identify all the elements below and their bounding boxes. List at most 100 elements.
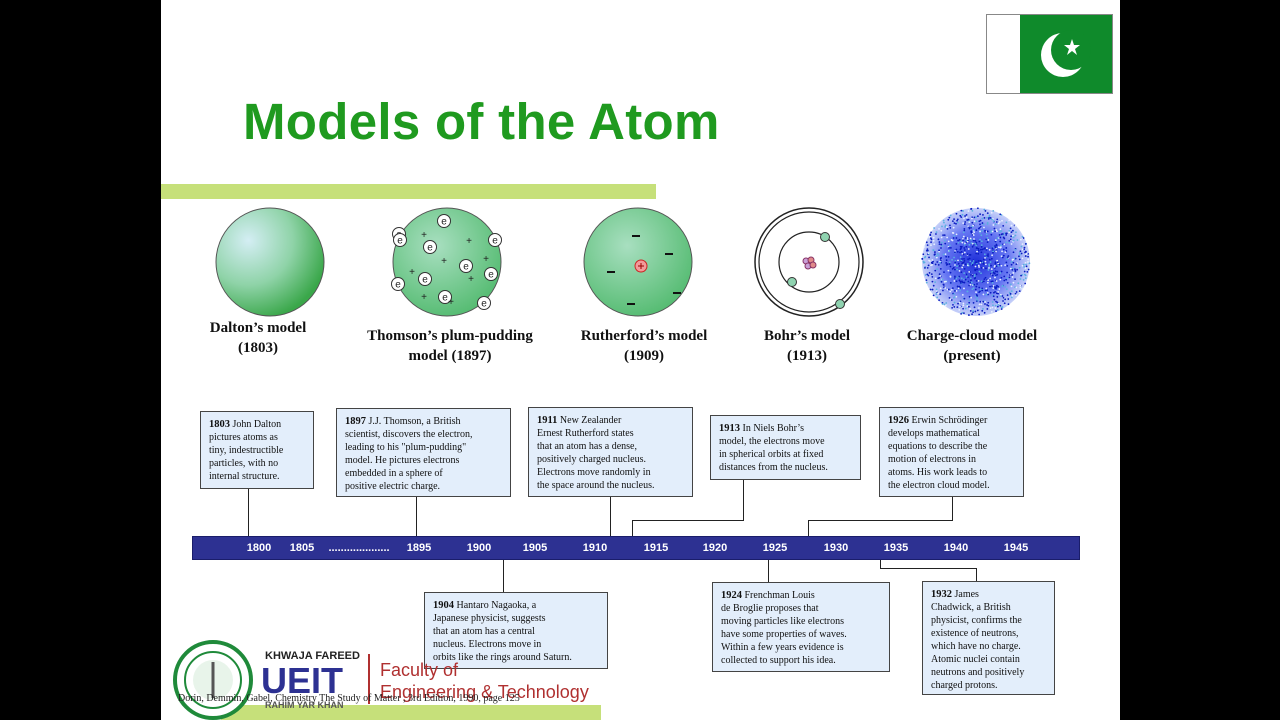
- event-line: atoms. His work leads to: [888, 467, 988, 478]
- event-line: scientist, discovers the electron,: [345, 429, 473, 440]
- event-line: 1932 James: [931, 589, 979, 600]
- timeline-tick: 1895: [406, 542, 432, 554]
- event-text: 1803 John Dalton pictures atoms as tiny, i…: [209, 418, 305, 483]
- slide-title: Models of the Atom: [243, 93, 720, 150]
- footer-accent-bar: [221, 705, 601, 720]
- dalton-model-label: Dalton’s model(1803): [209, 320, 307, 356]
- event-line: 1913 In Niels Bohr’s: [719, 423, 804, 434]
- svg-text:+: +: [441, 256, 447, 267]
- event-box-1897: 1897 J.J. Thomson, a British scientist, d…: [336, 408, 511, 497]
- connector-line: [976, 568, 977, 581]
- svg-text:+: +: [468, 274, 474, 285]
- event-line: Chadwick, a British: [931, 602, 1011, 613]
- connector-line: [743, 480, 744, 520]
- bohr-model-label: Bohr’s model(1913): [764, 328, 850, 364]
- connector-line: [416, 497, 417, 536]
- connector-line: [808, 520, 809, 536]
- electron-icon: [391, 277, 405, 291]
- faculty-line1: Faculty of: [380, 660, 459, 680]
- timeline-tick: 1935: [883, 542, 909, 554]
- event-line: which have no charge.: [931, 641, 1021, 652]
- connector-line: [952, 497, 953, 520]
- electron-label: e: [395, 280, 401, 291]
- event-line: 1924 Frenchman Louis: [721, 590, 815, 601]
- logo-sub-text: RAHIM YAR KHAN: [265, 700, 344, 710]
- event-text: 1897 J.J. Thomson, a British scientist, d…: [345, 415, 502, 493]
- timeline-tick: 1800: [246, 542, 272, 554]
- electron-icon: [418, 272, 432, 286]
- event-line: positive electric charge.: [345, 481, 441, 492]
- svg-text:+: +: [466, 236, 472, 247]
- event-line: pictures atoms as: [209, 432, 278, 443]
- timeline-tick: ....................: [328, 542, 390, 554]
- timeline-bar: 1800 1805 .................... 1895 1900…: [192, 536, 1080, 560]
- electron-label: e: [488, 270, 494, 281]
- connector-line: [503, 560, 504, 592]
- event-line: that an atom has a central: [433, 626, 535, 637]
- bohr-model-icon: [754, 207, 864, 317]
- connector-line: [880, 568, 977, 569]
- electron-icon: [437, 214, 451, 228]
- event-line: nucleus. Electrons move in: [433, 639, 542, 650]
- electron-label: e: [463, 262, 469, 273]
- svg-text:+: +: [448, 297, 454, 308]
- event-line: that an atom has a dense,: [537, 441, 637, 452]
- svg-text:+: +: [421, 292, 427, 303]
- timeline-tick: 1805: [289, 542, 315, 554]
- event-line: the electron cloud model.: [888, 480, 990, 491]
- event-line: collected to support his idea.: [721, 655, 836, 666]
- electron-icon: [423, 240, 437, 254]
- rutherford-model-label: Rutherford’s model(1909): [580, 328, 708, 364]
- university-seal-icon: [173, 640, 253, 720]
- connector-line: [768, 560, 769, 582]
- electron-label: e: [427, 243, 433, 254]
- electron-icon: [393, 233, 407, 247]
- timeline-tick: 1925: [762, 542, 788, 554]
- event-line: neutrons and positively: [931, 667, 1025, 678]
- connector-line: [610, 497, 611, 536]
- timeline-tick: 1900: [466, 542, 492, 554]
- title-accent-bar: [161, 184, 656, 199]
- event-line: 1897 J.J. Thomson, a British: [345, 416, 461, 427]
- timeline-tick: 1945: [1003, 542, 1029, 554]
- logo-divider: [368, 654, 370, 704]
- timeline-tick: 1905: [522, 542, 548, 554]
- event-line: equations to describe the: [888, 441, 988, 452]
- electron-icon: [477, 296, 491, 310]
- slide: Models of the Atom: [161, 0, 1120, 720]
- event-line: model. He pictures electrons: [345, 455, 460, 466]
- event-line: distances from the nucleus.: [719, 462, 828, 473]
- electron-label: e: [492, 236, 498, 247]
- connector-line: [632, 520, 744, 521]
- connector-line: [632, 520, 633, 536]
- event-line: embedded in a sphere of: [345, 468, 443, 479]
- event-line: Within a few years evidence is: [721, 642, 844, 653]
- event-line: 1803 John Dalton: [209, 419, 282, 430]
- timeline-tick: 1920: [702, 542, 728, 554]
- event-line: the space around the nucleus.: [537, 480, 655, 491]
- electron-icon: [484, 267, 498, 281]
- event-line: have some properties of waves.: [721, 629, 847, 640]
- svg-text:+: +: [409, 267, 415, 278]
- charge-cloud-model-label: Charge-cloud model(present): [906, 328, 1038, 364]
- event-line: leading to his "plum-pudding": [345, 442, 467, 453]
- electron-label: e: [441, 217, 447, 228]
- svg-text:+: +: [421, 230, 427, 241]
- event-line: Electrons move randomly in: [537, 467, 651, 478]
- electron-icon: [459, 259, 473, 273]
- event-line: 1926 Erwin Schrödinger: [888, 415, 988, 426]
- event-line: particles, with no: [209, 458, 279, 469]
- svg-text:+: +: [483, 254, 489, 265]
- event-line: tiny, indestructible: [209, 445, 284, 456]
- connector-line: [248, 488, 249, 536]
- electron-icon: [438, 290, 452, 304]
